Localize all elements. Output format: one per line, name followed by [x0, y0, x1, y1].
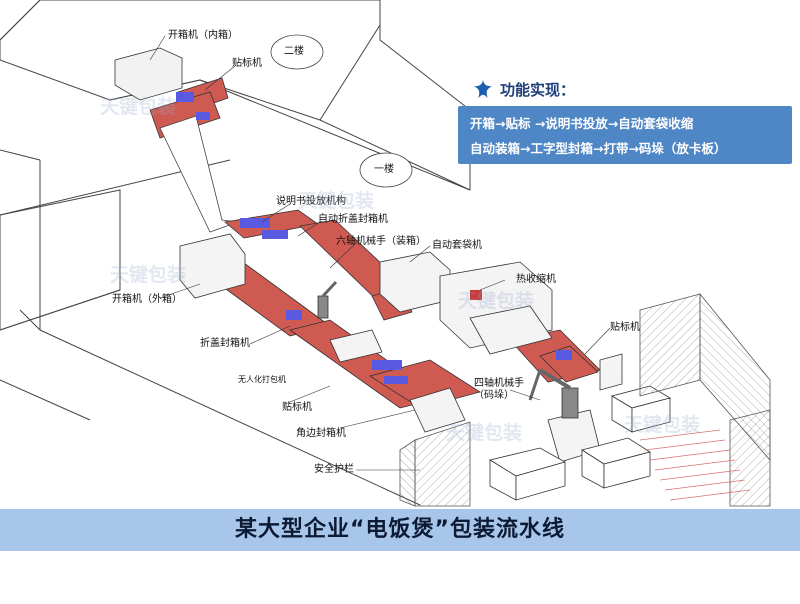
pallet-stacks	[488, 385, 672, 501]
function-panel: 功能实现： 开箱→贴标 →说明书投放→自动套袋收缩 自动装箱→工字型封箱→打带→…	[454, 70, 794, 166]
watermark: 天键包装	[624, 414, 701, 436]
title-banner: 某大型企业“电饭煲”包装流水线	[0, 509, 800, 551]
product-boxes	[240, 218, 572, 384]
label-safety-fence: 安全护栏	[314, 464, 354, 475]
building-structure	[0, 0, 471, 506]
flow-line-2: 自动装箱→工字型封箱→打带→码垛（放卡板）	[470, 141, 727, 156]
label-case-erector-outer: 开箱机（外箱）	[112, 294, 182, 305]
label-corner-sealer: 角边封箱机	[296, 428, 346, 439]
floor-stripes	[639, 429, 751, 501]
panel-header: 功能实现：	[472, 78, 575, 100]
floor-tags	[270, 34, 413, 188]
watermark: 天键包装	[298, 190, 375, 212]
star-icon	[473, 79, 493, 99]
watermark: 天键包装	[110, 264, 187, 286]
floor-label-first: 一楼	[374, 164, 394, 175]
label-manual-insert: 说明书投放机构	[276, 196, 346, 207]
flow-line-1: 开箱→贴标 →说明书投放→自动套袋收缩	[470, 116, 694, 131]
banner-title: 某大型企业“电饭煲”包装流水线	[235, 517, 565, 542]
label-labeler-right: 贴标机	[610, 322, 640, 333]
panel-title: 功能实现：	[500, 80, 576, 99]
safety-fence	[399, 292, 771, 507]
label-four-axis-robot: 四轴机械手 （码垛）	[474, 378, 524, 401]
floor-label-second: 二楼	[284, 46, 304, 57]
label-auto-fold-sealer: 自动折盖封箱机	[318, 214, 388, 225]
leader-lines	[149, 35, 611, 471]
label-unmanned-strapper: 无人化打包机	[238, 375, 286, 384]
upper-conveyor	[114, 47, 239, 233]
label-auto-bagger: 自动套袋机	[432, 240, 482, 251]
watermark: 天键包装	[458, 290, 535, 312]
label-case-erector-inner: 开箱机（内箱）	[168, 30, 238, 41]
label-heat-shrink: 热收缩机	[516, 274, 556, 285]
watermark: 天键包装	[446, 422, 523, 444]
label-labeler-mid: 贴标机	[282, 402, 312, 413]
label-fold-sealer: 折盖封箱机	[200, 338, 250, 349]
machines	[179, 233, 623, 463]
watermark: 天键包装	[100, 96, 177, 118]
label-six-axis-robot: 六轴机械手（装箱）	[336, 236, 426, 247]
label-labeler-top: 贴标机	[232, 58, 262, 69]
robot-arms	[317, 280, 579, 419]
flow-box: 开箱→贴标 →说明书投放→自动套袋收缩 自动装箱→工字型封箱→打带→码垛（放卡板…	[458, 106, 792, 164]
